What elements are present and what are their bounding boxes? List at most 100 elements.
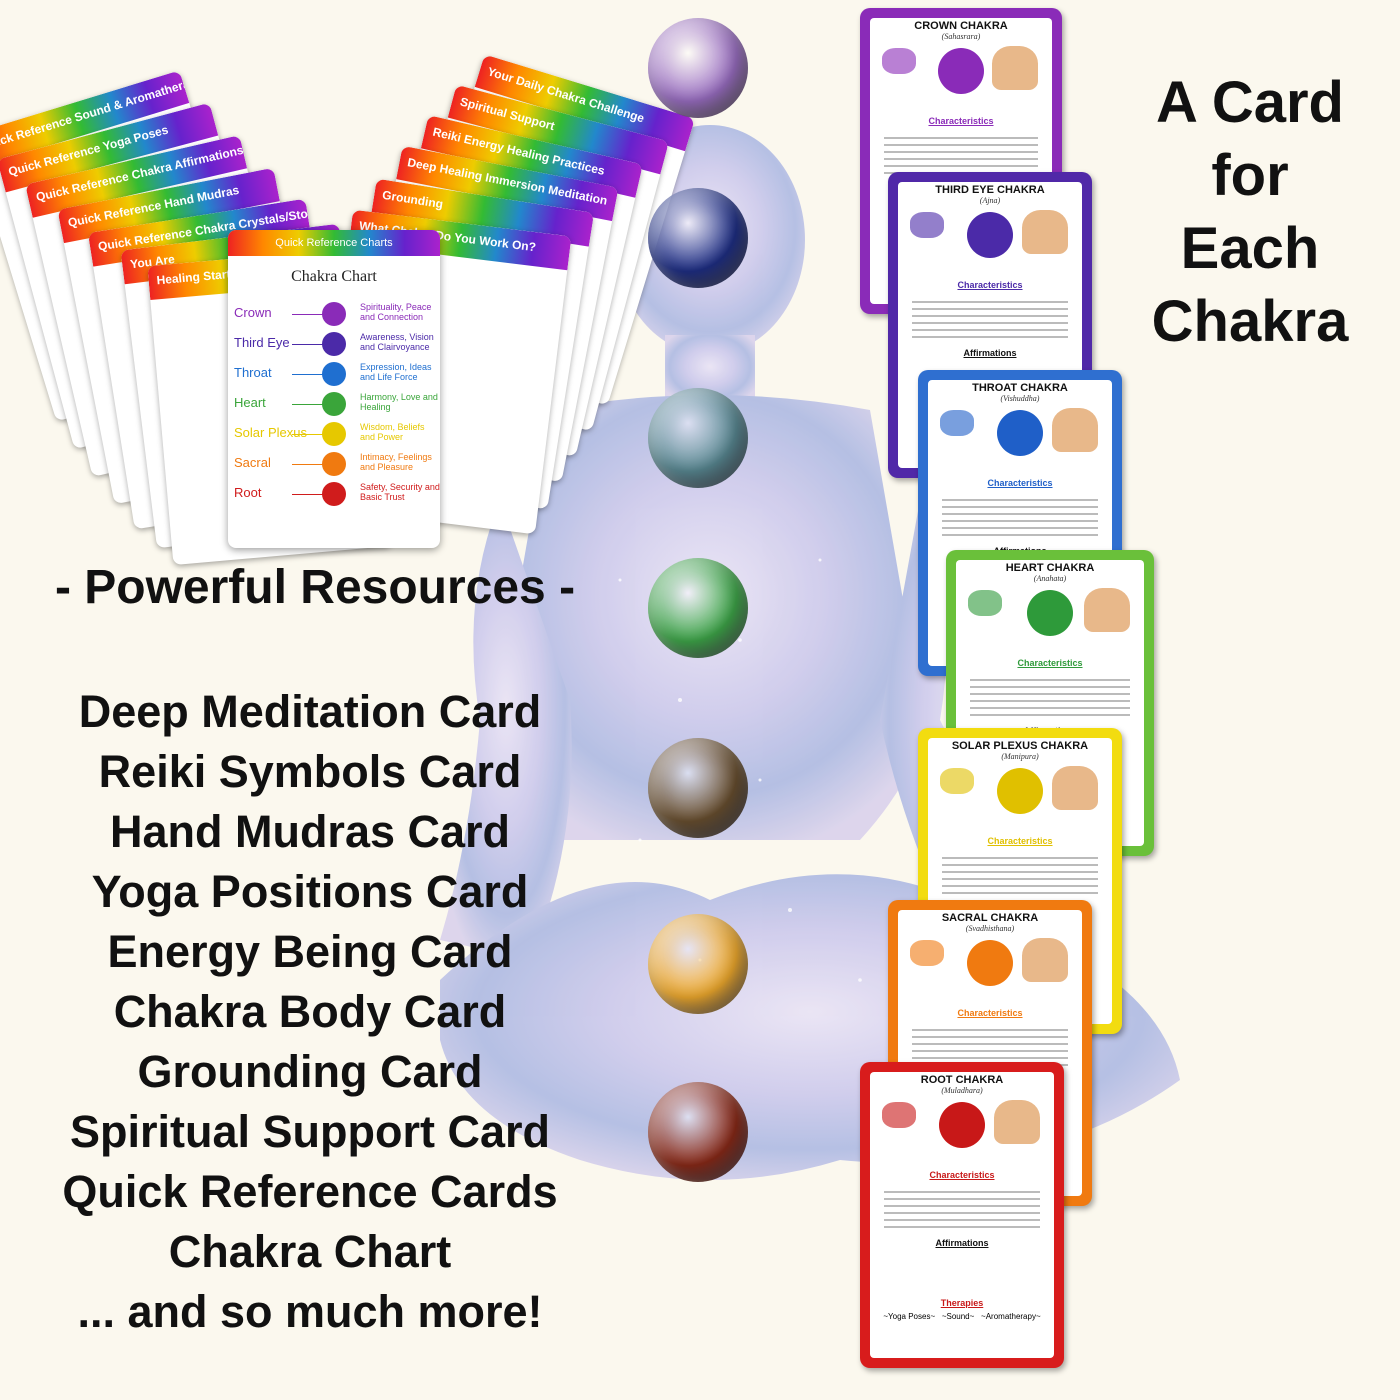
characteristics-text xyxy=(942,494,1098,541)
chakra-symbol-icon xyxy=(322,482,346,506)
chakra-card-sanskrit: (Muladhara) xyxy=(941,1086,983,1095)
chakra-symbol-icon xyxy=(322,452,346,476)
resource-item: Chakra Chart xyxy=(168,1226,452,1277)
orb-citrine xyxy=(648,914,748,1014)
affirmations-heading: Affirmations xyxy=(963,348,1017,358)
chart-row-desc: Safety, Security and Basic Trust xyxy=(360,482,440,502)
chart-row-desc: Awareness, Vision and Clairvoyance xyxy=(360,332,434,352)
hand-mudra-icon xyxy=(1052,408,1098,452)
chart-row-desc: Spirituality, Peace and Connection xyxy=(360,302,432,322)
chakra-card-title: THROAT CHAKRA xyxy=(972,382,1068,394)
sound-label: ~Sound~ xyxy=(941,1312,975,1321)
crystal-stones-icon xyxy=(910,940,944,966)
chart-row-desc: Harmony, Love and Healing xyxy=(360,392,438,412)
resource-item: Reiki Symbols Card xyxy=(98,746,522,797)
characteristics-text xyxy=(942,852,1098,899)
crystal-stones-icon xyxy=(882,48,916,74)
chart-row-desc: Wisdom, Beliefs and Power xyxy=(360,422,425,442)
resource-item: Chakra Body Card xyxy=(113,986,507,1037)
chart-card-header: Quick Reference Charts xyxy=(228,230,440,256)
chart-row-connector xyxy=(292,374,324,375)
chart-row-connector xyxy=(292,404,324,405)
chakra-symbol-icon xyxy=(997,768,1043,814)
chakra-symbol-icon xyxy=(322,332,346,356)
resource-item: Deep Meditation Card xyxy=(78,686,542,737)
chakra-symbol-icon xyxy=(322,362,346,386)
orb-amethyst xyxy=(648,18,748,118)
hand-mudra-icon xyxy=(1022,210,1068,254)
characteristics-heading: Characteristics xyxy=(987,836,1053,846)
affirmations-heading: Affirmations xyxy=(935,1238,989,1248)
chart-row-name: Crown xyxy=(234,305,272,320)
chakra-symbol-icon xyxy=(967,212,1013,258)
chakra-card-sanskrit: (Svadhisthana) xyxy=(965,924,1015,933)
chakra-chart-card: Quick Reference Charts Chakra Chart Crow… xyxy=(228,230,440,548)
characteristics-heading: Characteristics xyxy=(929,1170,995,1180)
orb-aventurine xyxy=(648,558,748,658)
characteristics-text xyxy=(884,1186,1040,1233)
aromatherapy-label: ~Aromatherapy~ xyxy=(981,1312,1041,1321)
headline: A Card for Each Chakra xyxy=(1140,66,1360,358)
chakra-symbol-icon xyxy=(322,302,346,326)
crystal-stones-icon xyxy=(940,768,974,794)
chakra-symbol-icon xyxy=(322,392,346,416)
chakra-card-title: CROWN CHAKRA xyxy=(914,20,1008,32)
chart-row: Heart Harmony, Love and Healing xyxy=(234,392,438,418)
headline-line: Each xyxy=(1180,216,1320,281)
chakra-card-sanskrit: (Anahata) xyxy=(1033,574,1067,583)
chart-row-name: Throat xyxy=(234,365,272,380)
headline-line: Chakra xyxy=(1151,289,1349,354)
resource-item: Hand Mudras Card xyxy=(109,806,511,857)
chakra-card-title: HEART CHAKRA xyxy=(1005,562,1095,574)
chart-row-connector xyxy=(292,344,324,345)
subheading: - Powerful Resources - xyxy=(54,561,576,614)
resource-item: Energy Being Card xyxy=(107,926,513,977)
chakra-card-sanskrit: (Ajna) xyxy=(979,196,1001,205)
chart-row-name: Root xyxy=(234,485,262,500)
chart-card-title: Chakra Chart xyxy=(291,268,377,285)
crystal-stones-icon xyxy=(882,1102,916,1128)
headline-line: A Card xyxy=(1156,70,1344,135)
orb-tigers-eye xyxy=(648,738,748,838)
chart-row-name: Sacral xyxy=(234,455,271,470)
chart-row-desc: Expression, Ideas and Life Force xyxy=(360,362,432,382)
chakra-card-sanskrit: (Sahasrara) xyxy=(941,32,981,41)
resource-item: Grounding Card xyxy=(137,1046,483,1097)
root-therapies: Therapies ~Yoga Poses~ ~Sound~ ~Aromatherap… xyxy=(880,1298,1044,1321)
characteristics-text xyxy=(970,674,1130,721)
chakra-card-sanskrit: (Vishuddha) xyxy=(1000,394,1040,403)
resource-item: Spiritual Support Card xyxy=(69,1106,550,1157)
chakra-card-title: SOLAR PLEXUS CHAKRA xyxy=(951,740,1089,752)
therapies-heading: Therapies xyxy=(940,1298,984,1308)
resource-item: Yoga Positions Card xyxy=(91,866,529,917)
resource-item: Quick Reference Cards xyxy=(62,1166,558,1217)
chakra-symbol-icon xyxy=(938,48,984,94)
chakra-symbol-icon xyxy=(1027,590,1073,636)
yoga-poses-label: ~Yoga Poses~ xyxy=(883,1312,936,1321)
hand-mudra-icon xyxy=(992,46,1038,90)
crystal-stones-icon xyxy=(968,590,1002,616)
hand-mudra-icon xyxy=(994,1100,1040,1144)
chart-row-connector xyxy=(292,434,324,435)
headline-line: for xyxy=(1211,143,1289,208)
chart-row-connector xyxy=(292,314,324,315)
chart-row-connector xyxy=(292,494,324,495)
chart-row-name: Heart xyxy=(234,395,266,410)
hand-mudra-icon xyxy=(1022,938,1068,982)
crystal-stones-icon xyxy=(910,212,944,238)
chakra-symbol-icon xyxy=(967,940,1013,986)
chart-row: Solar Plexus Wisdom, Beliefs and Power xyxy=(234,422,434,448)
characteristics-heading: Characteristics xyxy=(957,1008,1023,1018)
characteristics-heading: Characteristics xyxy=(987,478,1053,488)
chart-row-name: Solar Plexus xyxy=(234,425,307,440)
characteristics-heading: Characteristics xyxy=(957,280,1023,290)
orb-lapis xyxy=(648,188,748,288)
chakra-card-title: ROOT CHAKRA xyxy=(920,1074,1004,1086)
chart-row: Root Safety, Security and Basic Trust xyxy=(234,482,440,508)
characteristics-heading: Characteristics xyxy=(1017,658,1083,668)
characteristics-heading: Characteristics xyxy=(928,116,994,126)
orb-red-jasper xyxy=(648,1082,748,1182)
